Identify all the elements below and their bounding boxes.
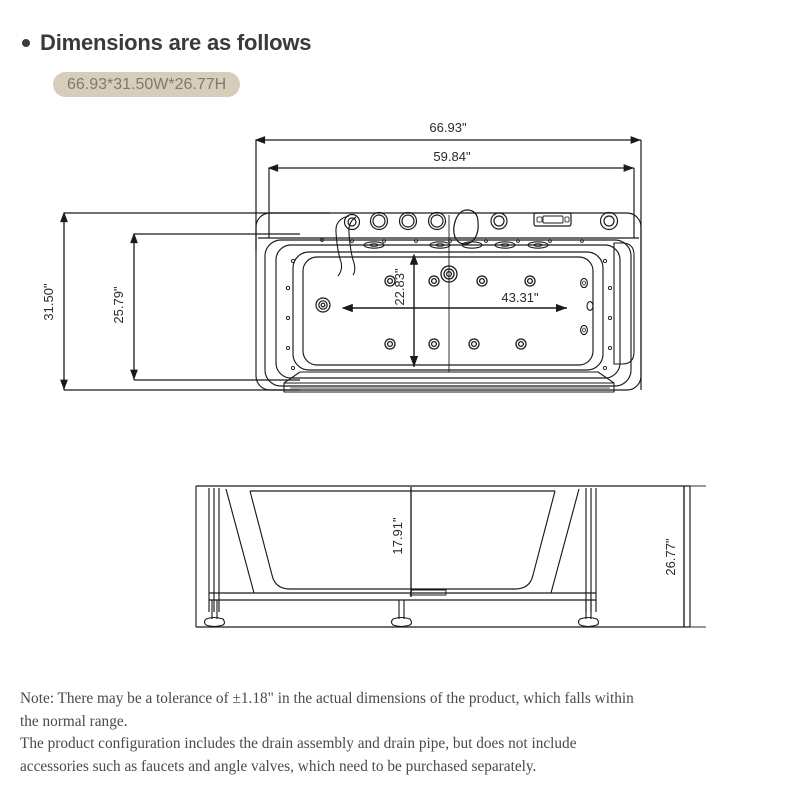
top-view-side-screws [285, 258, 613, 371]
size-badge: 66.93*31.50W*26.77H [53, 72, 241, 97]
top-view-rim-screws [320, 238, 584, 243]
top-view-right-ledge [613, 242, 635, 365]
dimension-label-overall-height: 26.77" [663, 538, 678, 576]
dimension-label-inner-width: 25.79" [111, 286, 126, 324]
dimension-label-inner-length: 59.84" [433, 149, 471, 164]
dimension-label-overall-width: 31.50" [41, 283, 56, 321]
top-view-left-suction [315, 297, 331, 313]
side-view-feet [203, 600, 600, 628]
top-view-right-jets [580, 277, 594, 336]
bullet-dot-icon [22, 39, 30, 47]
top-view-drain [440, 265, 458, 283]
top-view-jets [384, 275, 536, 350]
note-line-4: accessories such as faucets and angle va… [20, 757, 537, 775]
dimension-label-basin-width: 22.83" [392, 268, 407, 306]
top-view-inner-dimension-lines [341, 215, 567, 372]
dimension-label-basin-length: 43.31" [501, 290, 539, 305]
note-block: Note: There may be a tolerance of ±1.18"… [20, 688, 782, 778]
top-view-apron [283, 371, 615, 393]
dimension-label-basin-depth: 17.91" [390, 517, 405, 555]
top-view-tub-outline [255, 212, 642, 391]
top-view-rim-fixtures [335, 209, 619, 277]
page-title: Dimensions are as follows [40, 30, 312, 55]
dimension-label-overall-length: 66.93" [429, 120, 467, 135]
side-view-dimension-lines [410, 485, 706, 628]
top-view-rim-slots [363, 241, 549, 249]
note-line-1: Note: There may be a tolerance of ±1.18"… [20, 690, 634, 707]
note-line-3: The product configuration includes the d… [20, 735, 577, 753]
top-view-dimension-lines [60, 136, 642, 391]
side-view-tub [195, 485, 691, 628]
note-line-2: the normal range. [20, 712, 128, 730]
page-title-row: Dimensions are as follows [22, 30, 312, 56]
